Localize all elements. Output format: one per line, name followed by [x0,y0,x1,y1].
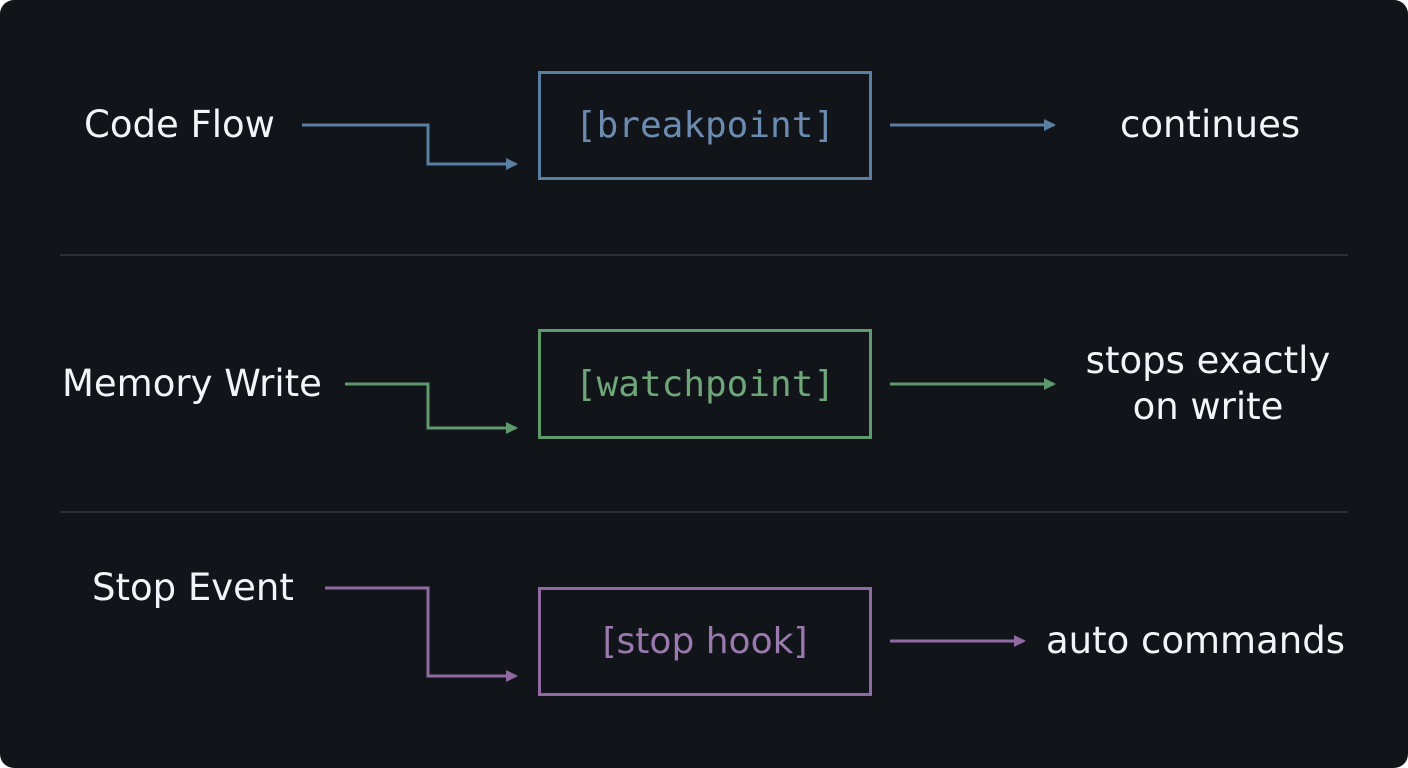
row-divider-1 [60,254,1348,256]
connector-memory-write-to-watchpoint [345,382,518,434]
node-breakpoint: [breakpoint] [538,71,872,180]
result-label-stops-exactly-on-write: stops exactly on write [1070,338,1346,430]
row-divider-2 [60,511,1348,513]
source-label-memory-write: Memory Write [62,362,322,405]
result-label-auto-commands: auto commands [1046,619,1345,662]
source-label-code-flow: Code Flow [84,103,275,146]
result-line-1: stops exactly [1085,339,1331,382]
connector-stop-event-to-stop-hook [325,586,518,682]
result-label-continues: continues [1120,103,1301,146]
result-line-2: on write [1132,385,1284,428]
source-label-stop-event: Stop Event [92,566,294,609]
node-stop-hook: [stop hook] [538,587,872,696]
connector-code-flow-to-breakpoint [302,123,518,170]
node-stop-hook-label: [stop hook] [602,621,808,662]
node-watchpoint: [watchpoint] [538,329,872,439]
node-breakpoint-label: [breakpoint] [574,105,836,146]
node-watchpoint-label: [watchpoint] [574,363,836,405]
